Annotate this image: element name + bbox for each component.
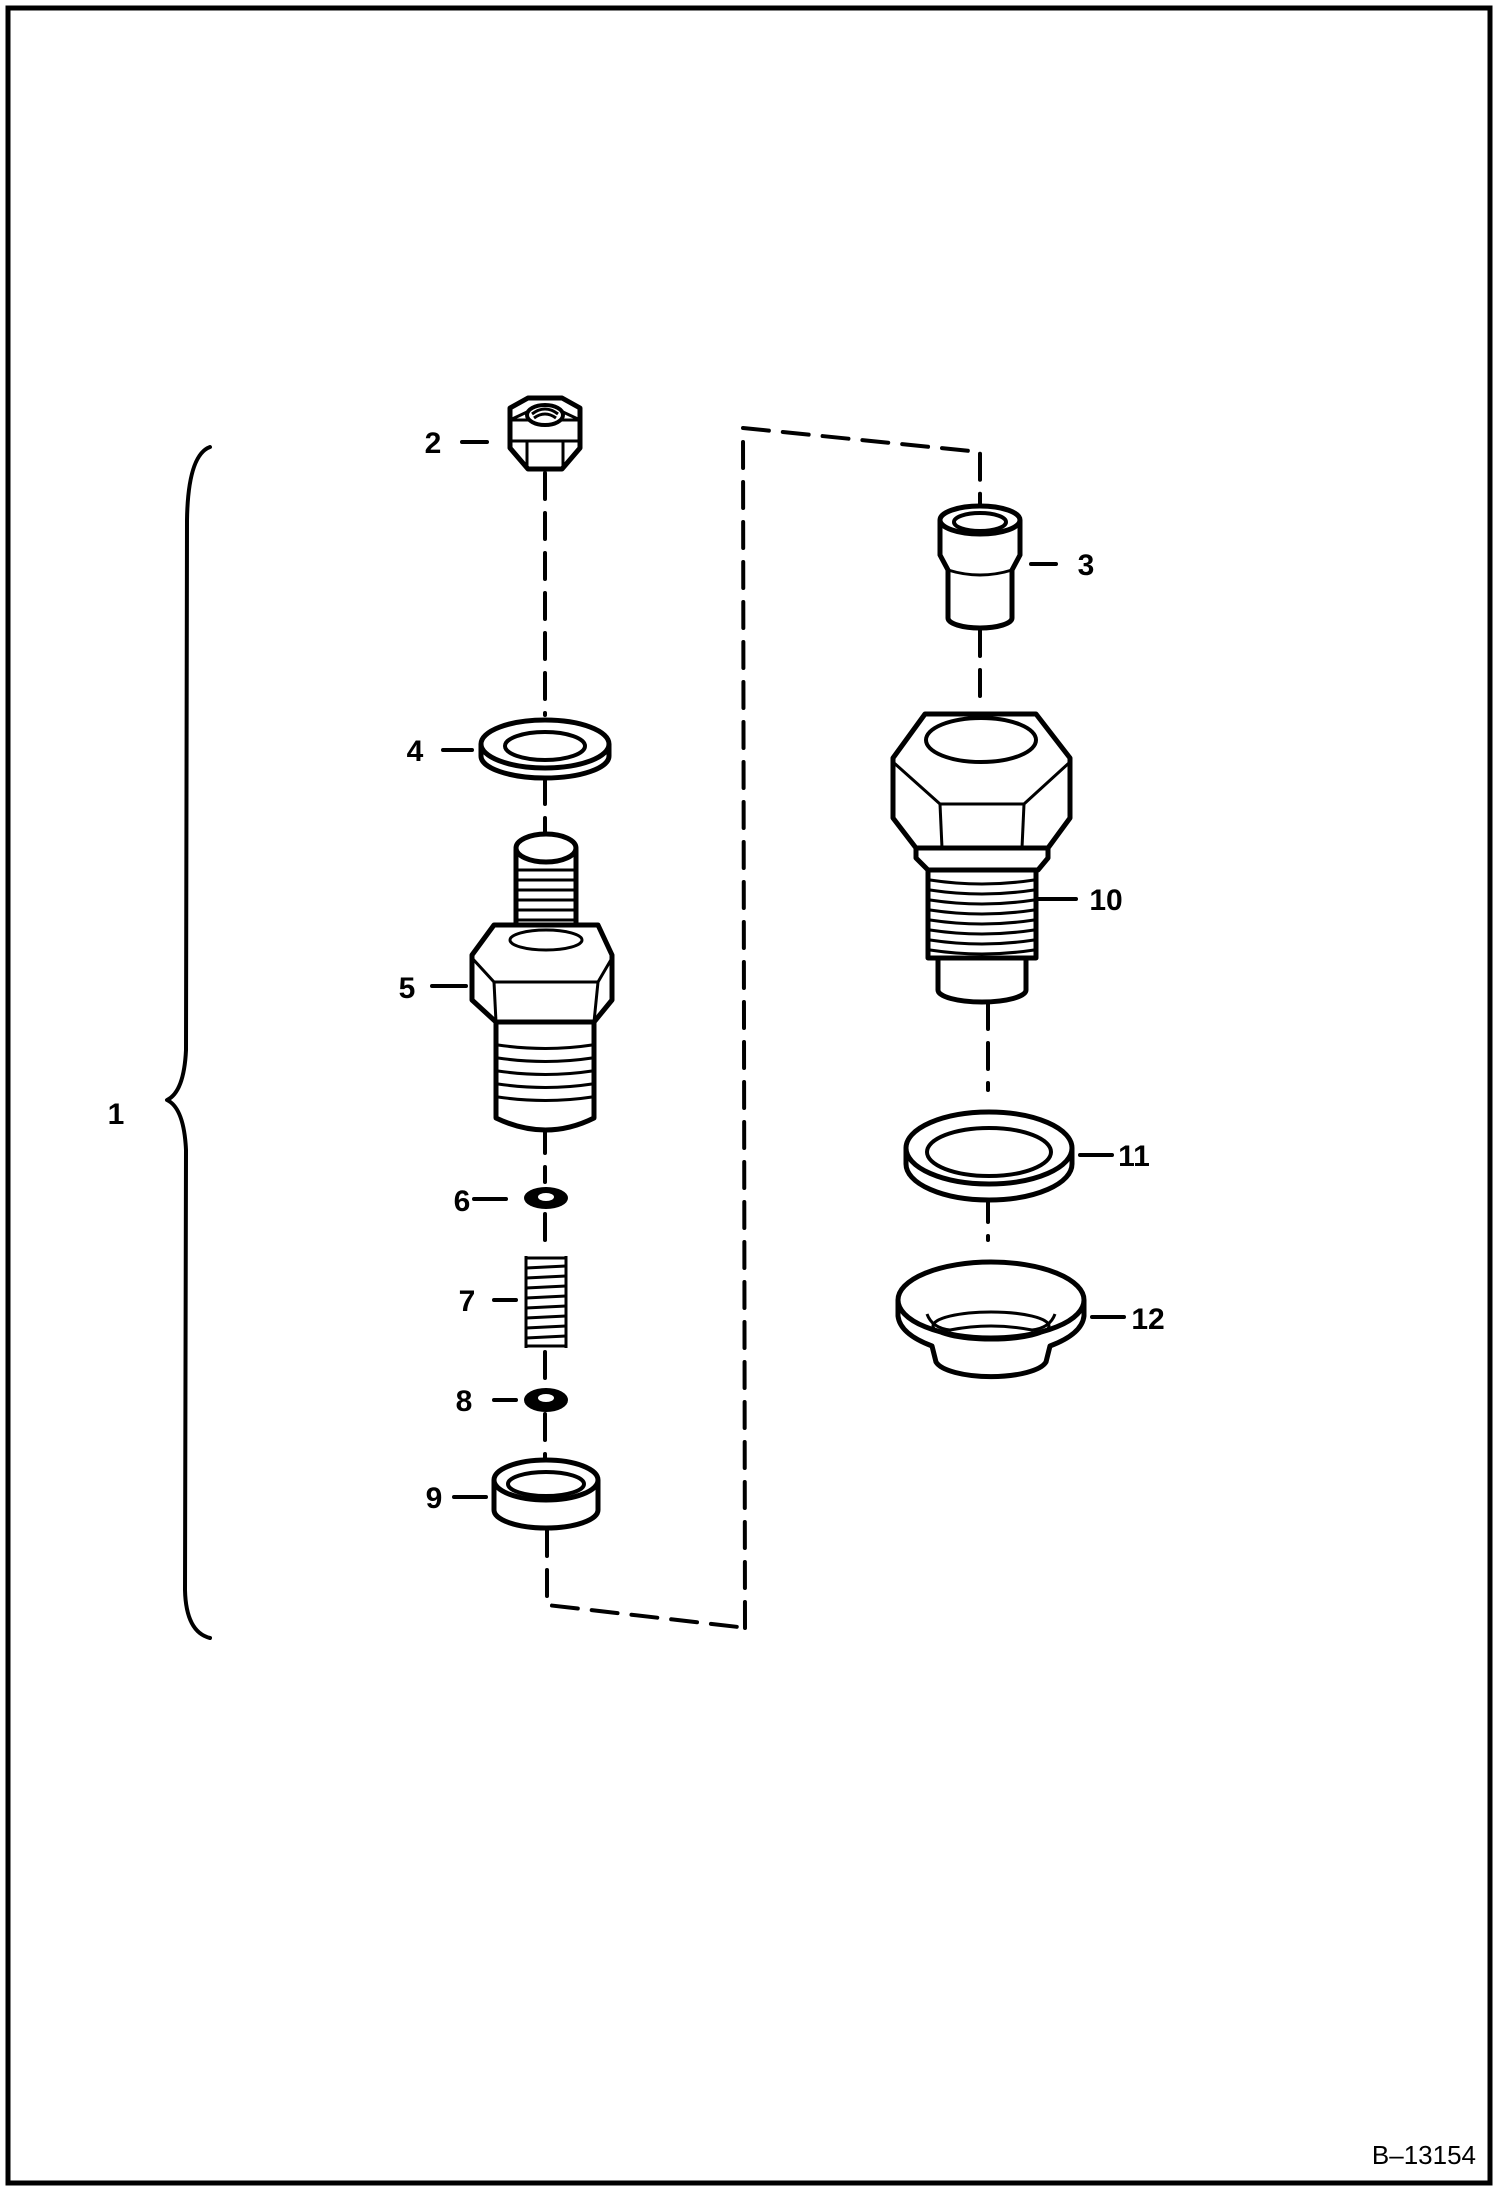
callout-labels: 1 2 3 4 5 6 7 8 9 10 11 12 bbox=[108, 427, 1165, 1515]
part-3-bushing bbox=[937, 503, 1023, 631]
leader-lines bbox=[430, 440, 1126, 1499]
callout-8: 8 bbox=[456, 1385, 473, 1418]
callout-5: 5 bbox=[399, 972, 416, 1005]
part-7-spring bbox=[524, 1252, 568, 1348]
callout-3: 3 bbox=[1078, 549, 1095, 582]
part-6-small-washer bbox=[524, 1187, 568, 1209]
callout-10: 10 bbox=[1089, 884, 1122, 917]
part-8-small-washer bbox=[524, 1388, 568, 1412]
dashed-assembly-lines bbox=[543, 426, 990, 1632]
callout-2: 2 bbox=[425, 427, 442, 460]
figure-reference-code: B–13154 bbox=[1372, 2140, 1476, 2170]
part-10-hex-fitting bbox=[890, 711, 1073, 1005]
callout-12: 12 bbox=[1131, 1303, 1164, 1336]
part-5-threaded-fitting bbox=[469, 831, 615, 1133]
part-2-hex-nut bbox=[507, 395, 583, 472]
part-9-seat-ring bbox=[491, 1457, 601, 1531]
callout-7: 7 bbox=[459, 1285, 476, 1318]
callout-1: 1 bbox=[108, 1098, 125, 1131]
diagram-frame bbox=[5, 5, 1493, 2186]
callout-6: 6 bbox=[454, 1185, 471, 1218]
callout-11: 11 bbox=[1118, 1140, 1150, 1173]
part-12-seal-cup bbox=[895, 1259, 1087, 1380]
part-4-washer bbox=[478, 717, 612, 781]
part-11-ring bbox=[903, 1109, 1075, 1203]
assembly-brace bbox=[165, 445, 212, 1640]
callout-9: 9 bbox=[426, 1482, 443, 1515]
callout-4: 4 bbox=[407, 735, 424, 768]
